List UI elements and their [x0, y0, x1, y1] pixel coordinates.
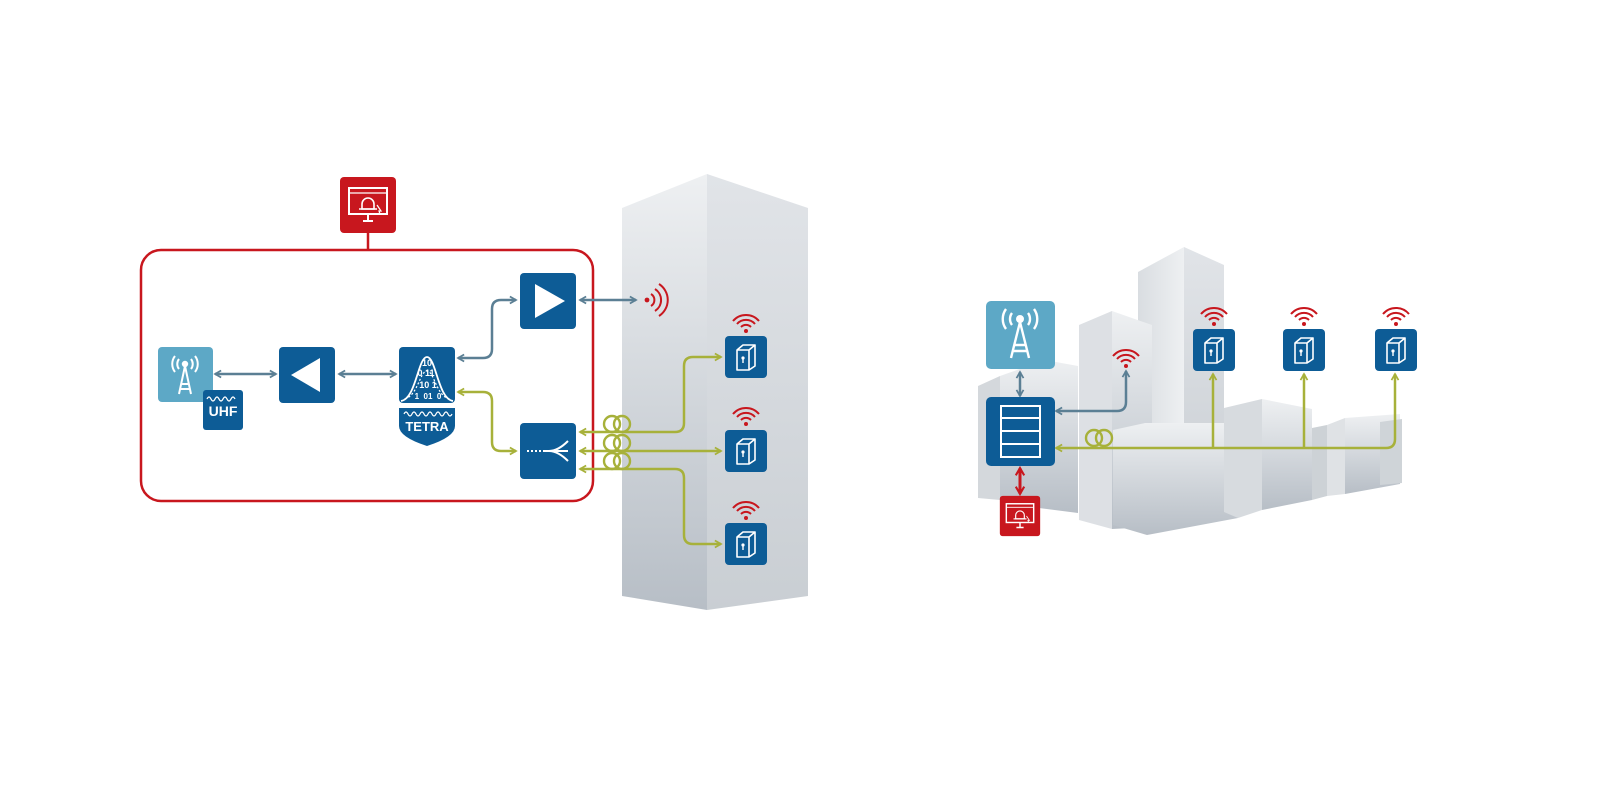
radio-unit-icon: [1192, 306, 1418, 372]
tetra-modem-icon: 10 0 11 10 1 1 01 0: [399, 347, 455, 403]
base-station-antenna-icon: [986, 301, 1055, 369]
coax-links: [213, 295, 638, 379]
tetra-bits-3: 10 1: [419, 380, 437, 390]
building-cluster: [978, 247, 1402, 535]
splitter-icon: [520, 423, 576, 479]
tetra-shield-icon: TETRA: [399, 408, 455, 446]
uhf-band-icon: UHF: [203, 390, 243, 430]
alarm-monitor-icon: [339, 176, 397, 234]
wireless-signal-icon: [644, 283, 669, 317]
fiber-links-left: [456, 352, 723, 549]
tetra-bits-2: 0 11: [417, 368, 434, 378]
server-rack-icon: [986, 397, 1055, 466]
tetra-bits-4: 1 01 0: [415, 392, 442, 401]
tetra-label: TETRA: [405, 419, 449, 434]
line-amplifier-right-icon: [520, 273, 576, 329]
uhf-antenna-icon: [158, 347, 213, 402]
line-amplifier-left-icon: [279, 347, 335, 403]
alarm-monitor-icon: [999, 495, 1041, 537]
coax-links-right: [1015, 369, 1131, 416]
tetra-bits-1: 10: [422, 358, 432, 368]
fiber-links-right: [1054, 372, 1400, 453]
uhf-label: UHF: [209, 403, 238, 419]
radio-unit-icon: [724, 313, 768, 566]
